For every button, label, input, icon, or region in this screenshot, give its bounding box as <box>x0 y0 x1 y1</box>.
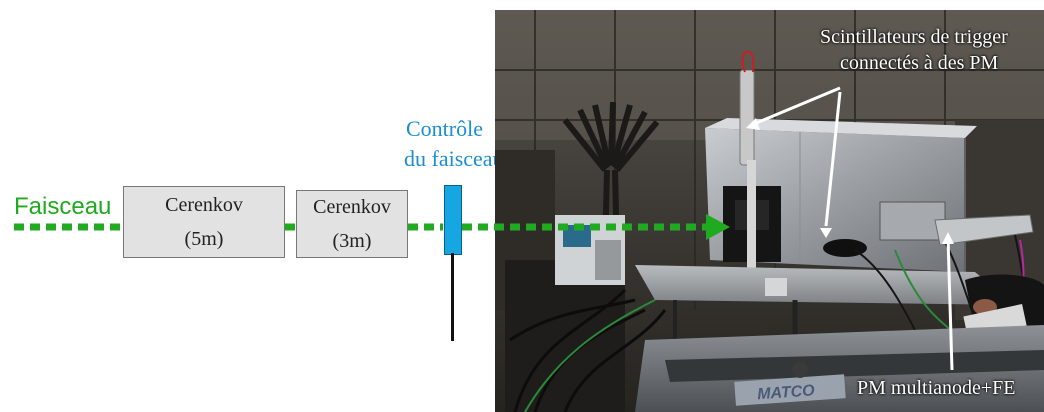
trigger-annotation: Scintillateurs de trigger connectés à de… <box>820 24 1008 76</box>
cerenkov-3m-name: Cerenkov <box>313 196 391 218</box>
pm-multianode-annotation: PM multianode+FE <box>857 377 1016 399</box>
cerenkov-5m-name: Cerenkov <box>165 194 243 216</box>
beam-monitor-label-line2: du faisceau <box>404 146 504 171</box>
cerenkov-5m-length: (5m) <box>184 228 224 250</box>
beam-monitor-label-line1: Contrôle <box>406 116 483 141</box>
beam-monitor-block <box>444 185 462 255</box>
cerenkov-3m-box: Cerenkov (3m) <box>296 190 408 258</box>
setup-photo: MATCO Scintillateurs de trigger connecté… <box>495 10 1044 412</box>
trigger-annotation-line1: Scintillateurs de trigger <box>820 26 1008 48</box>
trigger-annotation-line2: connectés à des PM <box>840 52 999 74</box>
matco-lettering: MATCO <box>757 382 816 403</box>
cerenkov-5m-box: Cerenkov (5m) <box>123 186 285 258</box>
beam-monitor-stand <box>451 253 454 341</box>
cerenkov-3m-length: (3m) <box>332 230 372 252</box>
beam-label: Faisceau <box>14 193 112 220</box>
beam-monitor-label: Contrôle du faisceau <box>404 114 504 174</box>
